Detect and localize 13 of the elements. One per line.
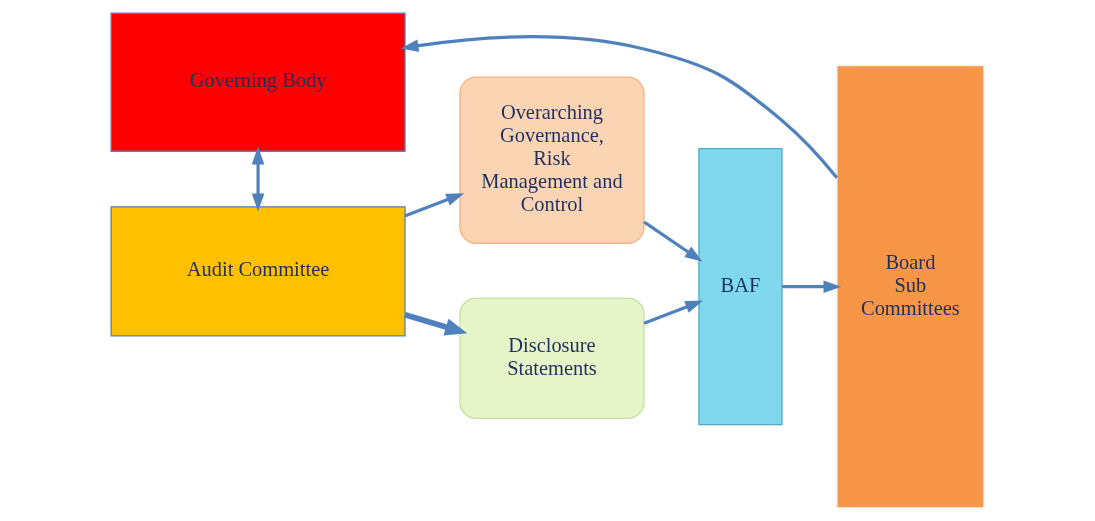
node-box: Governing Body (110, 12, 406, 152)
arrow (643, 220, 703, 262)
arrow (404, 193, 465, 218)
arrow (643, 300, 704, 325)
arrow (404, 312, 468, 336)
arrow (782, 280, 842, 293)
node-box: Board Sub Committees (836, 65, 985, 509)
node-box: Overarching Governance, Risk Management and Control (459, 76, 645, 244)
arrow (251, 146, 265, 212)
node-box: Audit Committee (110, 206, 406, 337)
arrow (400, 35, 839, 179)
node-box: Disclosure Statements (459, 297, 645, 419)
node-box: BAF (698, 148, 783, 426)
